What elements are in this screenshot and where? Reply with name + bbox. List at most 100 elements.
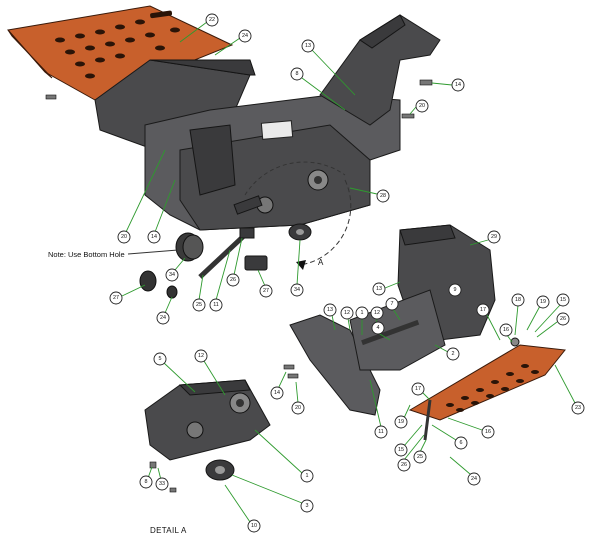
callout-16-b: 16: [481, 425, 495, 439]
callout-9: 9: [448, 283, 462, 297]
svg-text:24: 24: [160, 315, 166, 321]
detail-label: DETAIL A: [150, 526, 187, 535]
view-letter: A: [318, 258, 324, 267]
svg-text:16: 16: [485, 429, 491, 435]
callout-15: 15: [556, 293, 570, 307]
callout-11-b: 11: [374, 425, 388, 439]
svg-text:20: 20: [295, 405, 301, 411]
svg-text:33: 33: [159, 481, 165, 487]
callout-19-b: 19: [394, 415, 408, 429]
svg-text:20: 20: [419, 103, 425, 109]
callout-20: 20: [415, 99, 429, 113]
callout-13: 13: [301, 39, 315, 53]
svg-text:13: 13: [327, 307, 333, 313]
svg-text:26: 26: [560, 316, 566, 322]
right-assembly: [283, 224, 566, 441]
callout-2: 2: [446, 347, 460, 361]
svg-text:1: 1: [306, 473, 309, 479]
svg-text:23: 23: [575, 405, 581, 411]
svg-text:3: 3: [306, 503, 309, 509]
callout-12-c: 12: [194, 349, 208, 363]
svg-text:26: 26: [401, 462, 407, 468]
svg-text:10: 10: [251, 523, 257, 529]
svg-text:6: 6: [460, 440, 463, 446]
callout-17: 17: [476, 303, 490, 317]
callout-8-b: 8: [139, 475, 153, 489]
callout-13-b: 13: [372, 282, 386, 296]
svg-text:20: 20: [121, 234, 127, 240]
svg-text:25: 25: [417, 454, 423, 460]
callout-24-b: 24: [156, 311, 170, 325]
callout-27-b: 27: [259, 284, 273, 298]
top-assembly: A: [7, 5, 441, 299]
svg-text:12: 12: [198, 353, 204, 359]
svg-text:4: 4: [377, 325, 380, 331]
svg-text:14: 14: [274, 390, 280, 396]
callout-20-left: 20: [117, 230, 131, 244]
svg-text:9: 9: [454, 287, 457, 293]
bottom-hole-note: Note: Use Bottom Hole: [48, 250, 125, 259]
svg-text:8: 8: [296, 71, 299, 77]
callout-17-b: 17: [411, 382, 425, 396]
callout-14: 14: [451, 78, 465, 92]
callout-34: 34: [165, 268, 179, 282]
svg-text:26: 26: [230, 277, 236, 283]
svg-text:34: 34: [169, 272, 175, 278]
footplate-top: [7, 5, 234, 101]
callout-29: 29: [487, 230, 501, 244]
detail-a-assembly: DETAIL A: [144, 379, 271, 535]
callout-26-b: 26: [556, 312, 570, 326]
svg-text:19: 19: [398, 419, 404, 425]
callout-24: 24: [238, 29, 252, 43]
callout-19: 19: [536, 295, 550, 309]
svg-text:11: 11: [213, 302, 219, 308]
svg-text:7: 7: [391, 301, 394, 307]
callout-25: 25: [192, 298, 206, 312]
callout-6: 6: [454, 436, 468, 450]
callout-26: 26: [226, 273, 240, 287]
callout-1: 1: [355, 306, 369, 320]
callout-16: 16: [499, 323, 513, 337]
callout-23: 23: [571, 401, 585, 415]
callout-3: 3: [300, 499, 314, 513]
svg-text:24: 24: [242, 33, 248, 39]
callout-26-c: 26: [397, 458, 411, 472]
callout-11: 11: [209, 298, 223, 312]
callout-10: 10: [247, 519, 261, 533]
callout-22: 22: [205, 13, 219, 27]
svg-text:12: 12: [374, 310, 380, 316]
callouts: 22 24 13 8 14 20 28 20 14 34 27 24 25 11…: [109, 13, 585, 533]
svg-text:8: 8: [145, 479, 148, 485]
svg-text:17: 17: [415, 386, 421, 392]
callout-12-b: 12: [370, 306, 384, 320]
svg-text:19: 19: [540, 299, 546, 305]
callout-27: 27: [109, 291, 123, 305]
callout-15-b: 15: [394, 443, 408, 457]
svg-text:16: 16: [503, 327, 509, 333]
svg-text:22: 22: [209, 17, 215, 23]
callout-5: 5: [153, 352, 167, 366]
svg-text:13: 13: [376, 286, 382, 292]
svg-text:12: 12: [344, 310, 350, 316]
svg-text:17: 17: [480, 307, 486, 313]
svg-text:15: 15: [560, 297, 566, 303]
svg-text:11: 11: [378, 429, 384, 435]
svg-text:2: 2: [452, 351, 455, 357]
callout-12: 12: [340, 306, 354, 320]
svg-text:27: 27: [263, 288, 269, 294]
svg-text:27: 27: [113, 295, 119, 301]
svg-text:29: 29: [491, 234, 497, 240]
svg-text:5: 5: [159, 356, 162, 362]
callout-24-c: 24: [467, 472, 481, 486]
callout-18: 18: [511, 293, 525, 307]
svg-text:1: 1: [361, 310, 364, 316]
svg-text:25: 25: [196, 302, 202, 308]
callout-7: 7: [385, 297, 399, 311]
svg-text:13: 13: [305, 43, 311, 49]
svg-text:34: 34: [294, 287, 300, 293]
callout-13-c: 13: [323, 303, 337, 317]
callout-34-b: 34: [290, 283, 304, 297]
svg-text:14: 14: [455, 82, 461, 88]
callout-4: 4: [371, 321, 385, 335]
